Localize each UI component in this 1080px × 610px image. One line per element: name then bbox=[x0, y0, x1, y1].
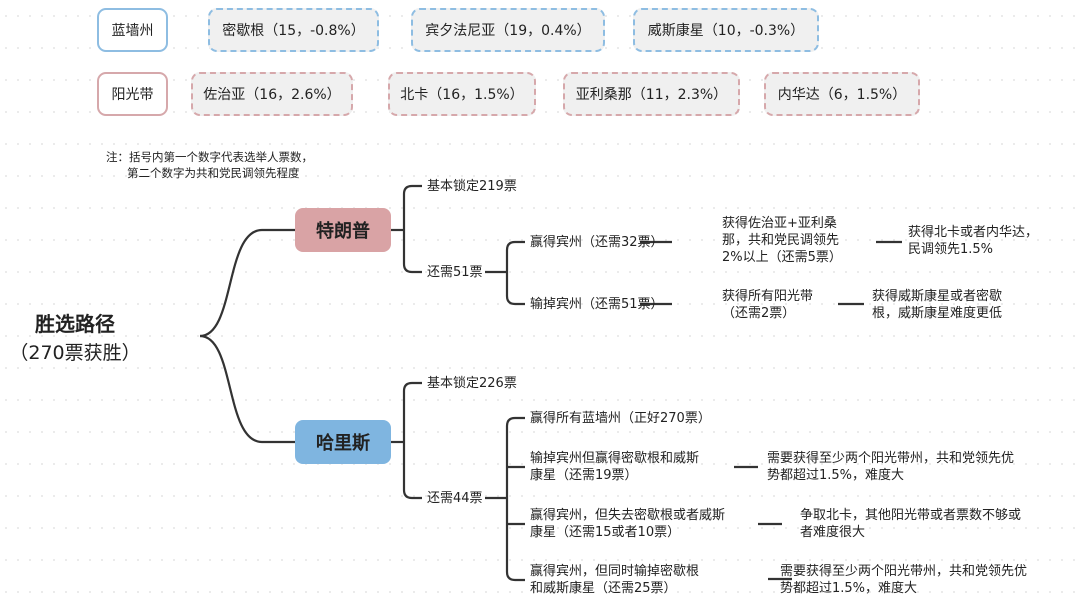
trump-needed: 还需51票 bbox=[427, 265, 483, 280]
note-line-2: 第二个数字为共和党民调领先程度 bbox=[127, 166, 300, 180]
trump-path-lose-pa-step: 获得所有阳光带（还需2票） bbox=[722, 289, 814, 321]
note-line-1: 注：括号内第一个数字代表选举人票数， bbox=[106, 150, 313, 164]
state-michigan: 密歇根（15，-0.8%） bbox=[208, 8, 379, 52]
harris-path-3: 赢得宾州，但失去密歇根或者威斯康星（还需15或者10票） bbox=[530, 508, 726, 540]
trump-path-lose-pa: 输掉宾州（还需51票） bbox=[530, 297, 664, 312]
state-georgia: 佐治亚（16，2.6%） bbox=[191, 72, 353, 116]
trump-path-win-pa-final: 获得北卡或者内华达，民调领先1.5% bbox=[908, 225, 1039, 257]
harris-path-3-result: 争取北卡，其他阳光带或者票数不够或者难度很大 bbox=[800, 508, 1022, 540]
harris-locked: 基本锁定226票 bbox=[427, 376, 517, 391]
harris-needed: 还需44票 bbox=[427, 491, 483, 506]
harris-path-2: 输掉宾州但赢得密歇根和威斯康星（还需19票） bbox=[530, 451, 700, 483]
trump-path-lose-pa-final: 获得威斯康星或者密歇根，威斯康星难度更低 bbox=[872, 289, 1003, 321]
harris-path-2-result: 需要获得至少两个阳光带州，共和党领先优势都超过1.5%，难度大 bbox=[767, 451, 1015, 483]
legend-sun-belt-label: 阳光带 bbox=[97, 72, 168, 116]
harris-path-4: 赢得宾州，但同时输掉密歇根和威斯康星（还需25票） bbox=[530, 564, 700, 596]
trump-locked: 基本锁定219票 bbox=[427, 179, 517, 194]
root-title: 胜选路径 bbox=[35, 312, 115, 336]
trump-path-win-pa: 赢得宾州（还需32票） bbox=[530, 235, 664, 250]
trump-node: 特朗普 bbox=[295, 208, 391, 252]
legend-blue-wall-label: 蓝墙州 bbox=[97, 8, 168, 52]
state-arizona: 亚利桑那（11，2.3%） bbox=[563, 72, 740, 116]
harris-path-4-result: 需要获得至少两个阳光带州，共和党领先优势都超过1.5%，难度大 bbox=[780, 564, 1028, 596]
harris-path-1: 赢得所有蓝墙州（正好270票） bbox=[530, 411, 711, 426]
harris-node: 哈里斯 bbox=[295, 420, 391, 464]
state-pennsylvania: 宾夕法尼亚（19，0.4%） bbox=[411, 8, 605, 52]
state-nevada: 内华达（6，1.5%） bbox=[764, 72, 920, 116]
state-wisconsin: 威斯康星（10，-0.3%） bbox=[633, 8, 819, 52]
state-north-carolina: 北卡（16，1.5%） bbox=[388, 72, 536, 116]
root-subtitle: （270票获胜） bbox=[9, 342, 141, 364]
